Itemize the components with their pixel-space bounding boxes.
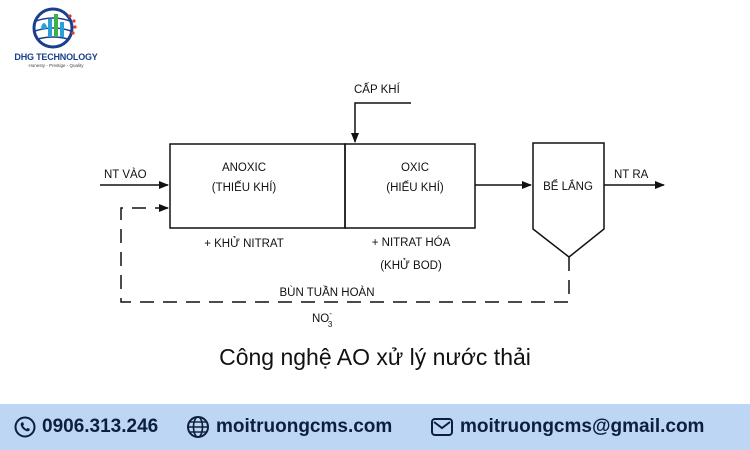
phone-icon xyxy=(14,416,36,438)
website-contact[interactable]: moitruongcms.com xyxy=(186,404,392,450)
company-logo: DHG TECHNOLOGY Honesty - Prestige - Qual… xyxy=(10,5,100,68)
sludge-recycle-line xyxy=(120,204,570,303)
mail-icon xyxy=(430,416,454,438)
website-url: moitruongcms.com xyxy=(216,416,393,437)
anoxic-title: ANOXIC xyxy=(222,162,266,174)
nitrate-subscript: 3 xyxy=(328,320,333,329)
phone-contact[interactable]: 0906.313.246 xyxy=(14,404,158,450)
oxic-note-line2: (KHỬ BOD) xyxy=(380,259,442,272)
settling-tank xyxy=(532,142,605,258)
oxic-subtitle: (HIẾU KHÍ) xyxy=(386,181,444,194)
sludge-recycle-label: BÙN TUẦN HOÀN xyxy=(280,286,375,299)
input-label: NT VÀO xyxy=(104,168,147,181)
logo-name: DHG TECHNOLOGY xyxy=(14,52,98,62)
phone-number: 0906.313.246 xyxy=(42,416,159,437)
email-address: moitruongcms@gmail.com xyxy=(460,416,705,437)
nitrate-label: NO- 3 xyxy=(312,309,333,329)
oxic-note-line1: + NITRAT HÓA xyxy=(372,236,451,249)
oxic-tank xyxy=(344,143,476,229)
ao-process-diagram: NT VÀO CẤP KHÍ ANOXIC (THIẾU KHÍ) OXIC (… xyxy=(100,83,665,329)
nitrate-charge: - xyxy=(329,309,332,318)
settling-tank-label: BỂ LẮNG xyxy=(543,180,593,193)
air-supply-arrow xyxy=(351,102,411,143)
globe-icon xyxy=(186,415,210,439)
oxic-title: OXIC xyxy=(401,162,429,174)
globe-logo-icon xyxy=(32,7,77,49)
output-label: NT RA xyxy=(614,169,649,181)
caption: Công nghệ AO xử lý nước thải xyxy=(219,344,531,370)
email-contact[interactable]: moitruongcms@gmail.com xyxy=(430,404,704,450)
contact-footer: 0906.313.246 moitruongcms.com moitruongc… xyxy=(0,404,750,450)
anoxic-note: + KHỬ NITRAT xyxy=(204,237,284,250)
logo-tagline: Honesty - Prestige - Quality xyxy=(28,63,84,68)
air-supply-label: CẤP KHÍ xyxy=(354,83,401,96)
anoxic-subtitle: (THIẾU KHÍ) xyxy=(212,181,277,194)
nitrate-base: NO xyxy=(312,313,329,325)
